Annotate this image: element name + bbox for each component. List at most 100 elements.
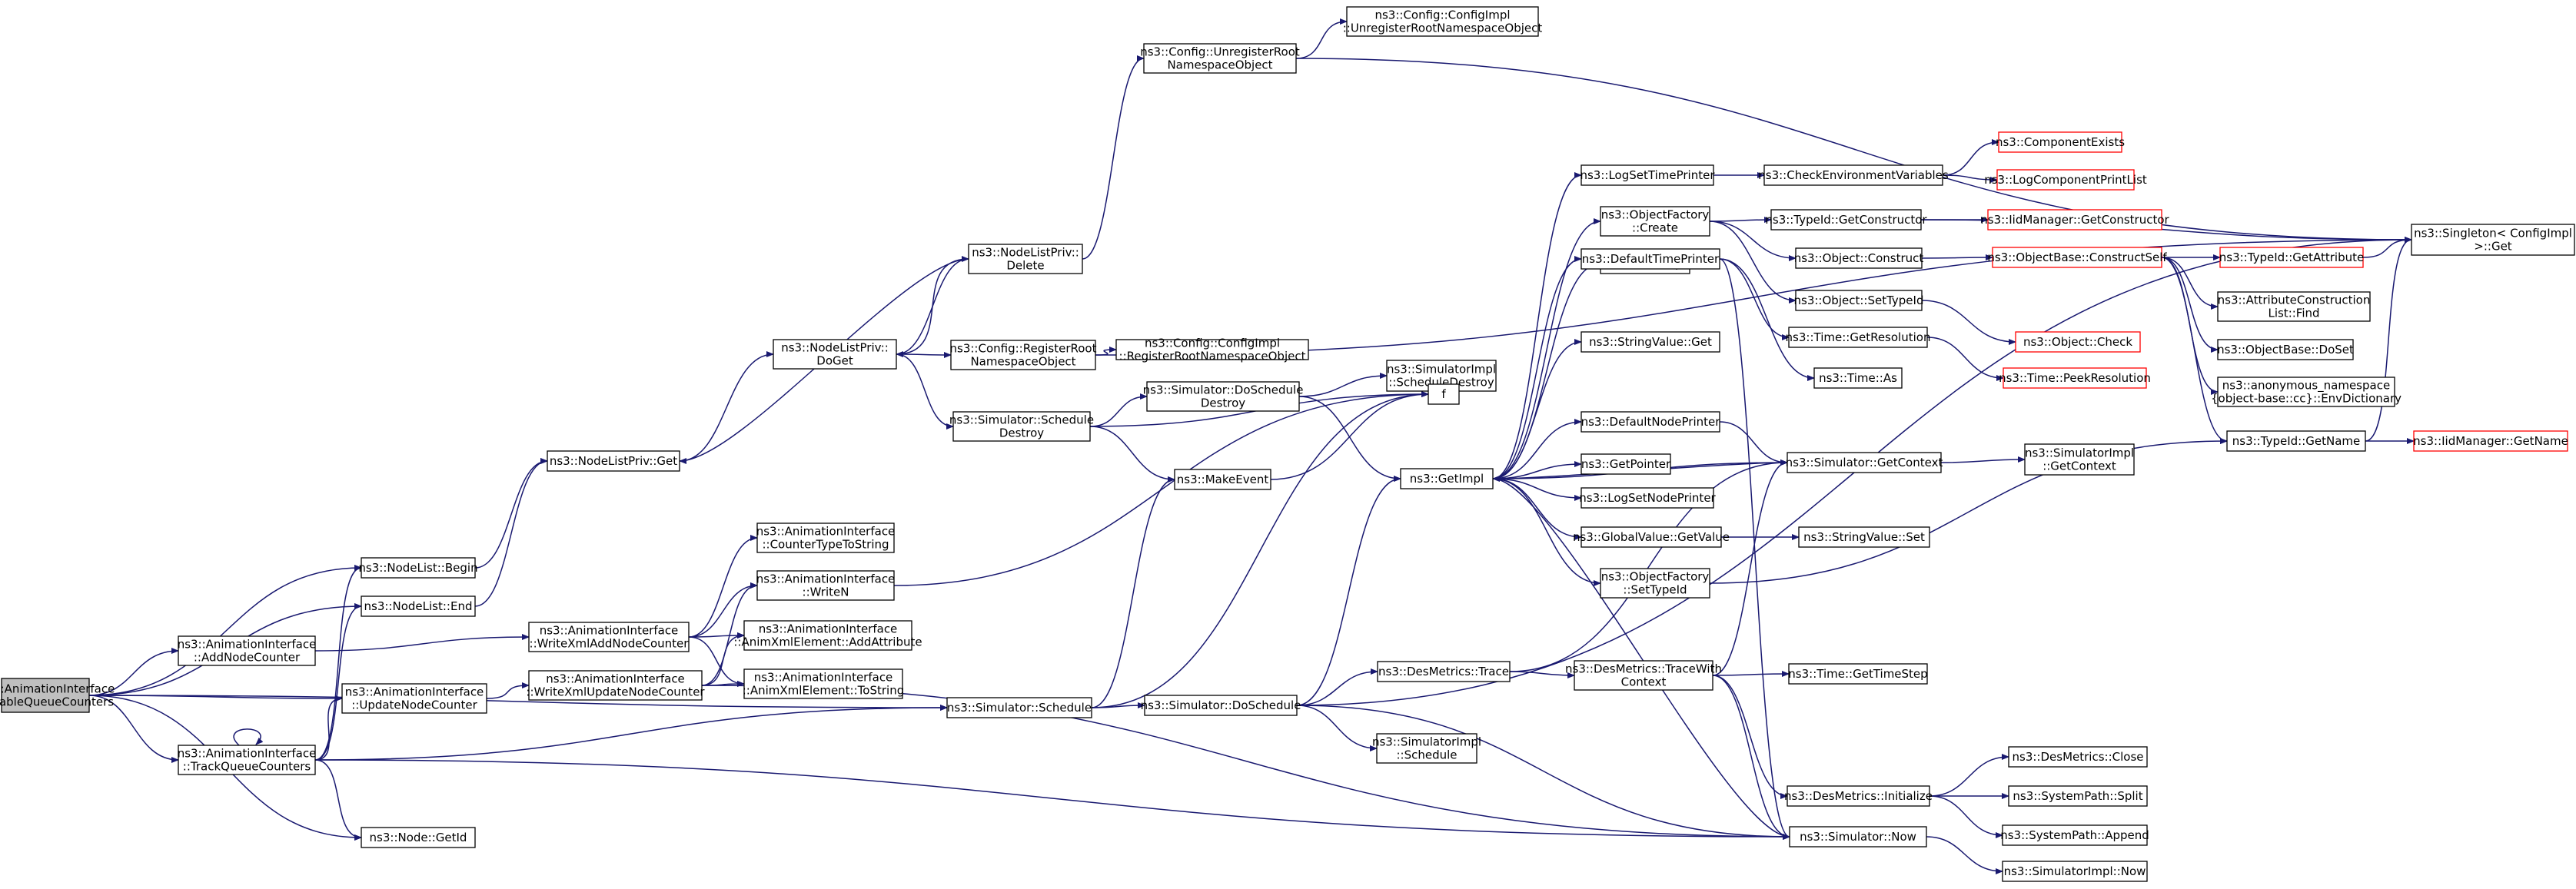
call-edge <box>1296 705 1378 751</box>
node-label: ns3::AnimationInterface <box>754 671 893 685</box>
node-label: NamespaceObject <box>1167 58 1272 72</box>
graph-node-add-node-counter[interactable]: ns3::AnimationInterface::AddNodeCounter <box>178 635 317 666</box>
call-edges <box>88 18 2415 874</box>
node-box <box>950 340 1096 370</box>
graph-node-simimpl-schedule-destroy[interactable]: ns3::SimulatorImpl::ScheduleDestroy <box>1386 360 1497 392</box>
graph-node-update-node-counter[interactable]: ns3::AnimationInterface::UpdateNodeCount… <box>341 683 487 714</box>
graph-node-objectfactory-create[interactable]: ns3::ObjectFactory::Create <box>1600 206 1710 237</box>
graph-node-typeid-getconstructor[interactable]: ns3::TypeId::GetConstructor <box>1765 209 1927 231</box>
graph-node-nodelistpriv-doget[interactable]: ns3::NodeListPriv::DoGet <box>773 339 897 370</box>
call-edge <box>688 582 758 638</box>
graph-node-object-check[interactable]: ns3::Object::Check <box>2015 331 2141 353</box>
graph-node-counter-type[interactable]: ns3::AnimationInterface::CounterTypeToSt… <box>756 522 896 553</box>
graph-node-simimpl-getcontext[interactable]: ns3::SimulatorImpl::GetContext <box>2024 443 2135 476</box>
graph-node-desmetrics-init[interactable]: ns3::DesMetrics::Initialize <box>1784 785 1933 807</box>
node-box <box>773 339 897 370</box>
graph-node-make-event[interactable]: ns3::MakeEvent <box>1174 469 1271 490</box>
graph-node-nodelistpriv-delete[interactable]: ns3::NodeListPriv::Delete <box>968 244 1083 274</box>
graph-node-time-as[interactable]: ns3::Time::As <box>1813 367 1903 389</box>
graph-node-write-update[interactable]: ns3::AnimationInterface::WriteXmlUpdateN… <box>526 670 705 701</box>
graph-node-typeid-getattribute[interactable]: ns3::TypeId::GetAttribute <box>2219 247 2364 268</box>
graph-node-nodelist-end[interactable]: ns3::NodeList::End <box>361 595 476 617</box>
node-label: NamespaceObject <box>970 355 1075 369</box>
graph-node-desmetrics-trace[interactable]: ns3::DesMetrics::Trace <box>1377 661 1511 682</box>
graph-node-logcomponentprintlist[interactable]: ns3::LogComponentPrintList <box>1984 169 2147 191</box>
graph-node-getimpl[interactable]: ns3::GetImpl <box>1400 468 1494 489</box>
node-box <box>1788 663 1928 685</box>
graph-node-checkenv[interactable]: ns3::CheckEnvironmentVariables <box>1758 164 1949 186</box>
graph-node-stringvalue-get[interactable]: ns3::StringValue::Get <box>1581 331 1720 353</box>
graph-node-objectfactory-settypeid[interactable]: ns3::ObjectFactory::SetTypeId <box>1600 568 1710 599</box>
call-edge <box>701 685 1790 840</box>
call-edge <box>1492 419 1582 479</box>
graph-node-logsettimeprinter[interactable]: ns3::LogSetTimePrinter <box>1580 164 1715 186</box>
call-edge <box>1492 478 1601 586</box>
graph-node-sim-schedule-destroy[interactable]: ns3::Simulator::ScheduleDestroy <box>949 411 1094 442</box>
graph-node-systempath-split[interactable]: ns3::SystemPath::Split <box>2008 785 2148 807</box>
graph-node-node-getid[interactable]: ns3::Node::GetId <box>361 827 476 848</box>
graph-node-to-string[interactable]: ns3::AnimationInterface::AnimXmlElement:… <box>743 668 904 699</box>
graph-node-simimpl-now[interactable]: ns3::SimulatorImpl::Now <box>2002 861 2148 882</box>
node-box <box>1795 290 1923 311</box>
graph-node-defaulttimeprinter[interactable]: ns3::DefaultTimePrinter <box>1581 248 1720 270</box>
node-box <box>361 827 476 848</box>
graph-node-logsetnodeprinter[interactable]: ns3::LogSetNodePrinter <box>1579 487 1717 509</box>
graph-node-sim-doschedule[interactable]: ns3::Simulator::DoSchedule <box>1141 695 1301 716</box>
graph-node-object-settypeid[interactable]: ns3::Object::SetTypeId <box>1794 290 1924 311</box>
node-box <box>756 522 895 553</box>
graph-node-systempath-append[interactable]: ns3::SystemPath::Append <box>2000 824 2149 846</box>
node-box <box>2008 746 2148 768</box>
node-label: ns3::AnimationInterface <box>759 622 898 636</box>
call-edge <box>314 634 530 652</box>
graph-node-singleton-get[interactable]: ns3::Singleton< ConfigImpl >::Get <box>2411 224 2575 256</box>
graph-node-objectbase-doset[interactable]: ns3::ObjectBase::DoSet <box>2217 339 2354 360</box>
node-label: ns3::AnimationInterface <box>0 682 115 696</box>
graph-node-unregister-root[interactable]: ns3::Config::UnregisterRootNamespaceObje… <box>1140 43 1300 74</box>
graph-node-write-add[interactable]: ns3::AnimationInterface::WriteXmlAddNode… <box>528 622 690 652</box>
graph-node-time-getresolution[interactable]: ns3::Time::GetResolution <box>1786 327 1931 348</box>
graph-node-simimpl-schedule[interactable]: ns3::SimulatorImpl::Schedule <box>1372 733 1481 764</box>
graph-node-configimpl-register[interactable]: ns3::Config::ConfigImpl::RegisterRootNam… <box>1115 337 1309 363</box>
graph-node-time-peekresolution[interactable]: ns3::Time::PeekResolution <box>1999 367 2151 389</box>
node-box <box>1400 468 1494 489</box>
graph-node-writen[interactable]: ns3::AnimationInterface::WriteN <box>756 570 896 601</box>
graph-node-globalvalue-getvalue[interactable]: ns3::GlobalValue::GetValue <box>1573 526 1730 548</box>
graph-node-add-attribute[interactable]: ns3::AnimationInterface::AnimXmlElement:… <box>733 620 922 651</box>
graph-node-getpointer[interactable]: ns3::GetPointer <box>1581 453 1671 475</box>
node-label: ns3::DefaultTimePrinter <box>1582 252 1720 266</box>
node-label: ::WriteXmlAddNodeCounter <box>530 637 690 651</box>
graph-node-track-queue[interactable]: ns3::AnimationInterface::TrackQueueCount… <box>178 745 317 775</box>
graph-node-register-root[interactable]: ns3::Config::RegisterRootNamespaceObject <box>950 340 1097 370</box>
graph-node-configimpl-unregister[interactable]: ns3::Config::ConfigImpl::UnregisterRootN… <box>1343 6 1543 37</box>
graph-node-object-construct[interactable]: ns3::Object::Construct <box>1794 247 1924 269</box>
node-box <box>1763 164 1943 186</box>
graph-node-iidmanager-getname[interactable]: ns3::IidManager::GetName <box>2413 430 2568 452</box>
node-box <box>2413 430 2568 452</box>
graph-node-nodelistpriv-get[interactable]: ns3::NodeListPriv::Get <box>547 450 680 472</box>
graph-node-objectbase-constructself[interactable]: ns3::ObjectBase::ConstructSelf <box>1987 247 2167 268</box>
graph-node-desmetrics-close[interactable]: ns3::DesMetrics::Close <box>2008 746 2148 768</box>
graph-node-iidmanager-getconstructor[interactable]: ns3::IidManager::GetConstructor <box>1980 209 2170 231</box>
graph-node-sim-now[interactable]: ns3::Simulator::Now <box>1789 826 1927 848</box>
node-label: ns3::SystemPath::Split <box>2013 789 2142 803</box>
graph-node-f[interactable]: f <box>1428 383 1460 405</box>
node-box <box>2002 861 2148 882</box>
call-edge <box>1296 476 1401 706</box>
call-edge <box>1926 337 2004 381</box>
call-edge <box>474 458 548 569</box>
graph-node-typeid-getname[interactable]: ns3::TypeId::GetName <box>2226 430 2366 452</box>
graph-node-componentexists[interactable]: ns3::ComponentExists <box>1996 131 2125 153</box>
graph-node-sim-schedule[interactable]: ns3::Simulator::Schedule <box>946 697 1092 718</box>
node-box <box>1581 331 1720 353</box>
graph-node-stringvalue-set[interactable]: ns3::StringValue::Set <box>1798 526 1930 548</box>
graph-node-time-gettimestep[interactable]: ns3::Time::GetTimeStep <box>1788 663 1928 685</box>
graph-node-enable[interactable]: ns3::AnimationInterface::EnableQueueCoun… <box>0 678 115 713</box>
graph-node-sim-getcontext[interactable]: ns3::Simulator::GetContext <box>1786 452 1943 473</box>
node-label: ns3::Time::PeekResolution <box>1999 371 2151 385</box>
graph-node-defaultnodeprinter[interactable]: ns3::DefaultNodePrinter <box>1581 411 1721 433</box>
graph-node-nodelist-begin[interactable]: ns3::NodeList::Begin <box>358 557 478 579</box>
graph-node-anon-envdictionary[interactable]: ns3::anonymous_namespace{object-base::cc… <box>2211 376 2401 407</box>
